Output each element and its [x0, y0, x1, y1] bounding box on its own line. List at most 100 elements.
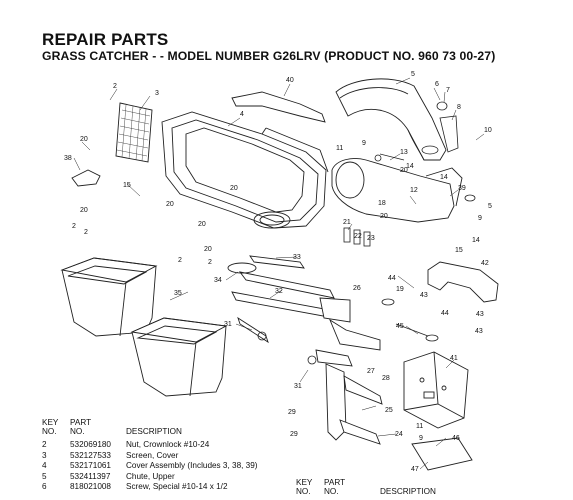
- callout: 43: [476, 311, 484, 318]
- table-row: 3 532127533 Screen, Cover: [42, 451, 356, 462]
- mounting-plate-part: [403, 351, 469, 429]
- part-header-2: NO.: [70, 427, 85, 436]
- callout: 14: [472, 237, 480, 244]
- callout: 18: [378, 200, 386, 207]
- callout: 31: [224, 321, 232, 328]
- clip-part: [71, 169, 101, 187]
- frame-tube-part: [227, 255, 381, 367]
- description-cell: Nut, Crownlock #10-24: [126, 440, 210, 449]
- cover-assembly-part: [161, 111, 329, 229]
- callout: 2: [72, 223, 76, 230]
- callout: 21: [343, 219, 351, 226]
- callout: 2: [208, 259, 212, 266]
- parts-table: KEY NO. PART NO. DESCRIPTION 2 532069180…: [42, 418, 356, 493]
- callout: 35: [174, 290, 182, 297]
- callout: 31: [294, 383, 302, 390]
- callout: 43: [475, 328, 483, 335]
- callout: 15: [123, 182, 131, 189]
- callout: 44: [388, 275, 396, 282]
- callout: 20: [166, 201, 174, 208]
- parts-table-2: KEY NO. PART NO. DESCRIPTION: [296, 478, 573, 496]
- callout: 20: [198, 221, 206, 228]
- lift-arm-part: [325, 363, 383, 445]
- callout: 44: [441, 310, 449, 317]
- callout: 27: [367, 368, 375, 375]
- callout: 25: [385, 407, 393, 414]
- callout: 38: [64, 155, 72, 162]
- table-row: 2 532069180 Nut, Crownlock #10-24: [42, 440, 356, 451]
- bracket-part: [231, 91, 326, 123]
- table-row: 4 532171061 Cover Assembly (Includes 3, …: [42, 461, 356, 472]
- callout: 22: [354, 233, 362, 240]
- callout: 42: [481, 260, 489, 267]
- callout: 4: [240, 111, 244, 118]
- callout: 13: [400, 149, 408, 156]
- callout: 20: [380, 213, 388, 220]
- part-header: PART: [324, 478, 346, 487]
- description-cell: Screw, Special #10-14 x 1/2: [126, 482, 228, 491]
- callout: 15: [455, 247, 463, 254]
- callout: 20: [204, 246, 212, 253]
- callout: 41: [450, 355, 458, 362]
- page-title: REPAIR PARTS: [42, 30, 169, 49]
- callout: 20: [400, 167, 408, 174]
- page-subtitle: GRASS CATCHER - - MODEL NUMBER G26LRV (P…: [42, 49, 496, 63]
- lower-chute-part: [331, 158, 463, 223]
- part-header-2: NO.: [324, 487, 339, 496]
- key-header-2: NO.: [296, 487, 311, 496]
- hardware-parts: [257, 101, 476, 365]
- parts-table-2-header: KEY NO. PART NO. DESCRIPTION: [296, 478, 573, 496]
- callout: 9: [478, 215, 482, 222]
- callout: 11: [416, 423, 423, 430]
- callout: 7: [446, 87, 450, 94]
- callout: 9: [362, 140, 366, 147]
- description-header: DESCRIPTION: [380, 487, 436, 496]
- callout: 46: [452, 435, 460, 442]
- screen-cover-part: [115, 102, 153, 163]
- description-cell: Chute, Upper: [126, 471, 175, 481]
- callout: 39: [458, 185, 466, 192]
- callout: 28: [382, 375, 390, 382]
- callout: 9: [419, 435, 423, 442]
- callout: 45: [396, 323, 404, 330]
- callout: 33: [293, 254, 301, 261]
- key-header: KEY: [42, 418, 59, 427]
- bag-part-2: [130, 317, 228, 397]
- callout: 5: [411, 71, 415, 78]
- callout: 23: [367, 235, 375, 242]
- part-cell: 532171061: [70, 461, 111, 470]
- key-header: KEY: [296, 478, 313, 487]
- key-cell: 2: [42, 440, 47, 449]
- callout: 24: [395, 431, 403, 438]
- callout: 29: [288, 409, 296, 416]
- key-cell: 4: [42, 461, 47, 470]
- part-cell: 532411397: [70, 471, 111, 481]
- callout: 3: [155, 90, 159, 97]
- callout: 40: [286, 77, 294, 84]
- callout: 14: [406, 163, 414, 170]
- callout: 5: [488, 203, 492, 210]
- upper-chute-part: [335, 78, 447, 161]
- callout: 20: [80, 207, 88, 214]
- description-cell: Screen, Cover: [126, 450, 179, 460]
- callout: 6: [435, 81, 439, 88]
- callout: 19: [396, 286, 404, 293]
- callout: 8: [457, 104, 461, 111]
- callout: 2: [84, 229, 88, 236]
- callout: 29: [290, 431, 298, 438]
- callout-labels: 2 3 40 4 5 6 7 8 20 38 9 13 10 11 20 14 …: [64, 71, 492, 473]
- callout: 2: [113, 83, 117, 90]
- callout: 10: [484, 127, 492, 134]
- callout: 34: [214, 277, 222, 284]
- parts-table-header: KEY NO. PART NO. DESCRIPTION: [42, 418, 356, 436]
- part-cell: 818021008: [70, 482, 111, 491]
- callout: 26: [353, 285, 361, 292]
- callout: 12: [410, 187, 418, 194]
- callout: 43: [420, 292, 428, 299]
- callout: 47: [411, 466, 419, 473]
- key-cell: 3: [42, 450, 47, 460]
- description-header: DESCRIPTION: [126, 427, 182, 436]
- bag-part: [60, 257, 158, 337]
- callout: 32: [275, 288, 283, 295]
